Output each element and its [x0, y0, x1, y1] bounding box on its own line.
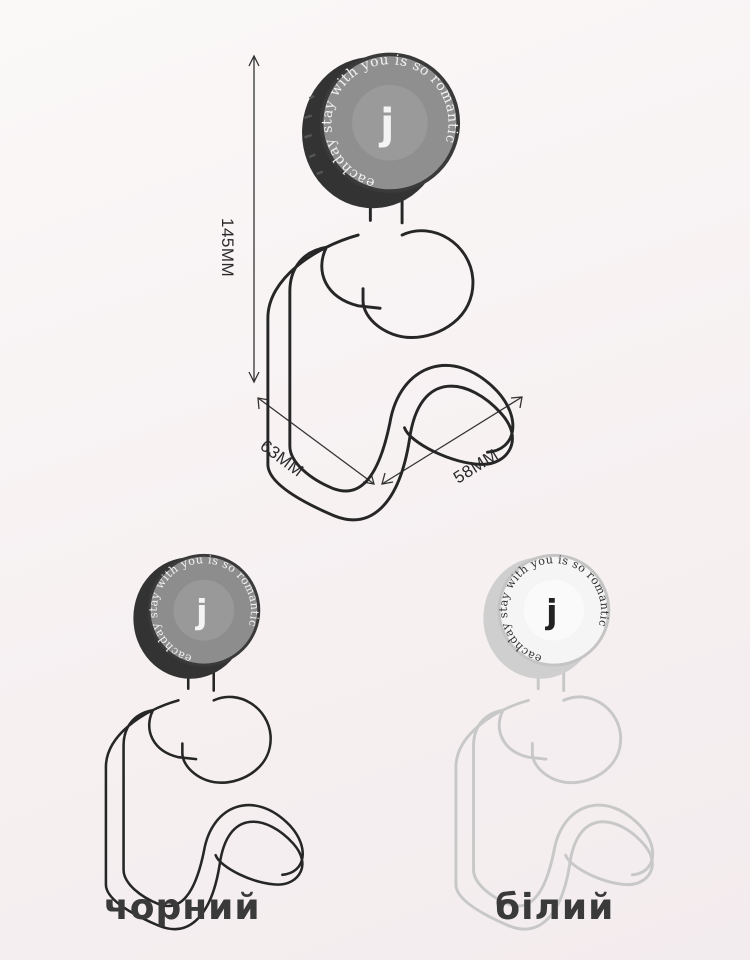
depth-arrow-left — [257, 397, 270, 410]
black-variant-product: j eachday stay with you is so romantic — [104, 553, 304, 931]
width-arrow-left — [381, 472, 394, 485]
height-dimension-label: 145MM — [218, 218, 237, 277]
wire-frame — [104, 640, 304, 931]
wire-frame — [454, 640, 655, 931]
width-arrow-right — [510, 396, 523, 409]
variant-label-white: білий — [495, 887, 615, 928]
logo-letter: j — [378, 100, 394, 149]
suction-cap: j eachday stay with you is so romantic — [302, 52, 460, 209]
logo-letter: j — [194, 592, 207, 631]
height-arrow-bottom — [248, 371, 260, 384]
height-arrow-top — [248, 54, 260, 67]
white-variant-product: j eachday stay with you is so romantic — [454, 553, 655, 931]
depth-dimension-label: 63MM — [257, 436, 308, 481]
main-hook-product: j eachday stay with you is so romantic — [266, 52, 515, 522]
cap-inner-disk — [173, 579, 235, 641]
cap-inner-disk — [352, 84, 428, 161]
suction-cap: j eachday stay with you is so romantic — [133, 553, 261, 679]
depth-dimension-line — [257, 397, 375, 485]
variant-label-black: чорний — [104, 887, 261, 928]
logo-letter: j — [544, 592, 557, 631]
cap-inner-disk — [523, 579, 585, 641]
suction-cap: j eachday stay with you is so romantic — [483, 553, 611, 679]
